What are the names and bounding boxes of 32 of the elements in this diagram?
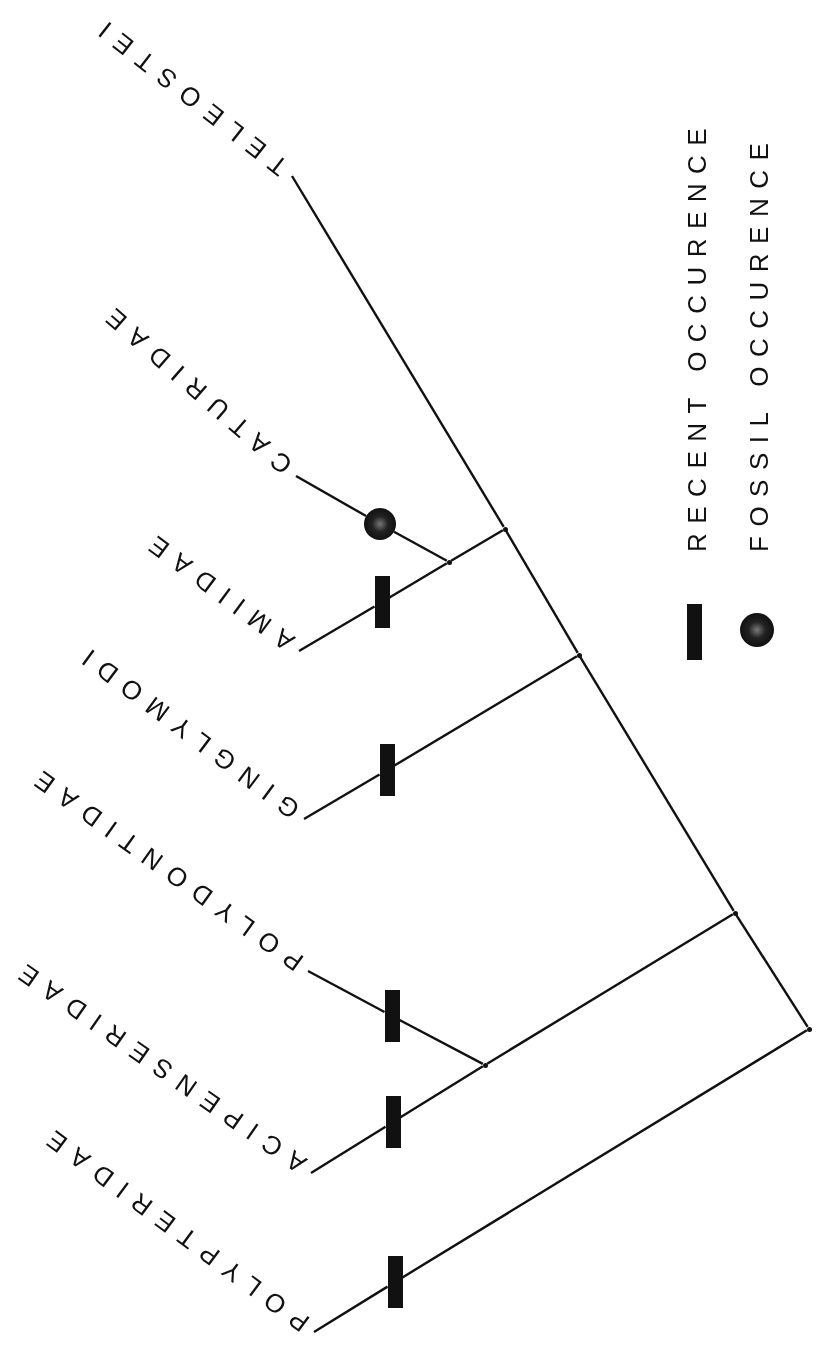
dot-marker [364,508,396,540]
branch-line [505,530,579,654]
branch-line [579,656,735,912]
bar-marker [387,1256,403,1308]
branch-line [398,1018,484,1065]
branch-point [732,910,738,916]
branch-line [450,529,504,562]
bar-marker [374,576,390,628]
branch-line [310,1125,387,1174]
branch-point [576,652,582,658]
branch-line [290,175,505,528]
branch-line [298,605,376,653]
legend-label: FOSSIL OCCURENCE [744,133,774,552]
bar-marker [379,744,395,796]
branch-line [393,655,578,767]
bar-marker [384,990,400,1042]
bar-marker [385,1096,401,1148]
branch-point [482,1062,488,1068]
branch-line [399,1065,484,1119]
legend-label: RECENT OCCURENCE [682,118,712,552]
branch-line [303,773,381,821]
branch-line [307,969,386,1014]
branch-line [735,914,809,1028]
branch-point [502,526,508,532]
branch-line [313,1285,389,1334]
branch-point [806,1026,812,1032]
branch-line [388,562,448,599]
branch-point [446,559,452,565]
branch-line [393,530,448,562]
branch-line [295,474,367,518]
branch-line [401,1029,808,1279]
branch-line [486,913,734,1065]
